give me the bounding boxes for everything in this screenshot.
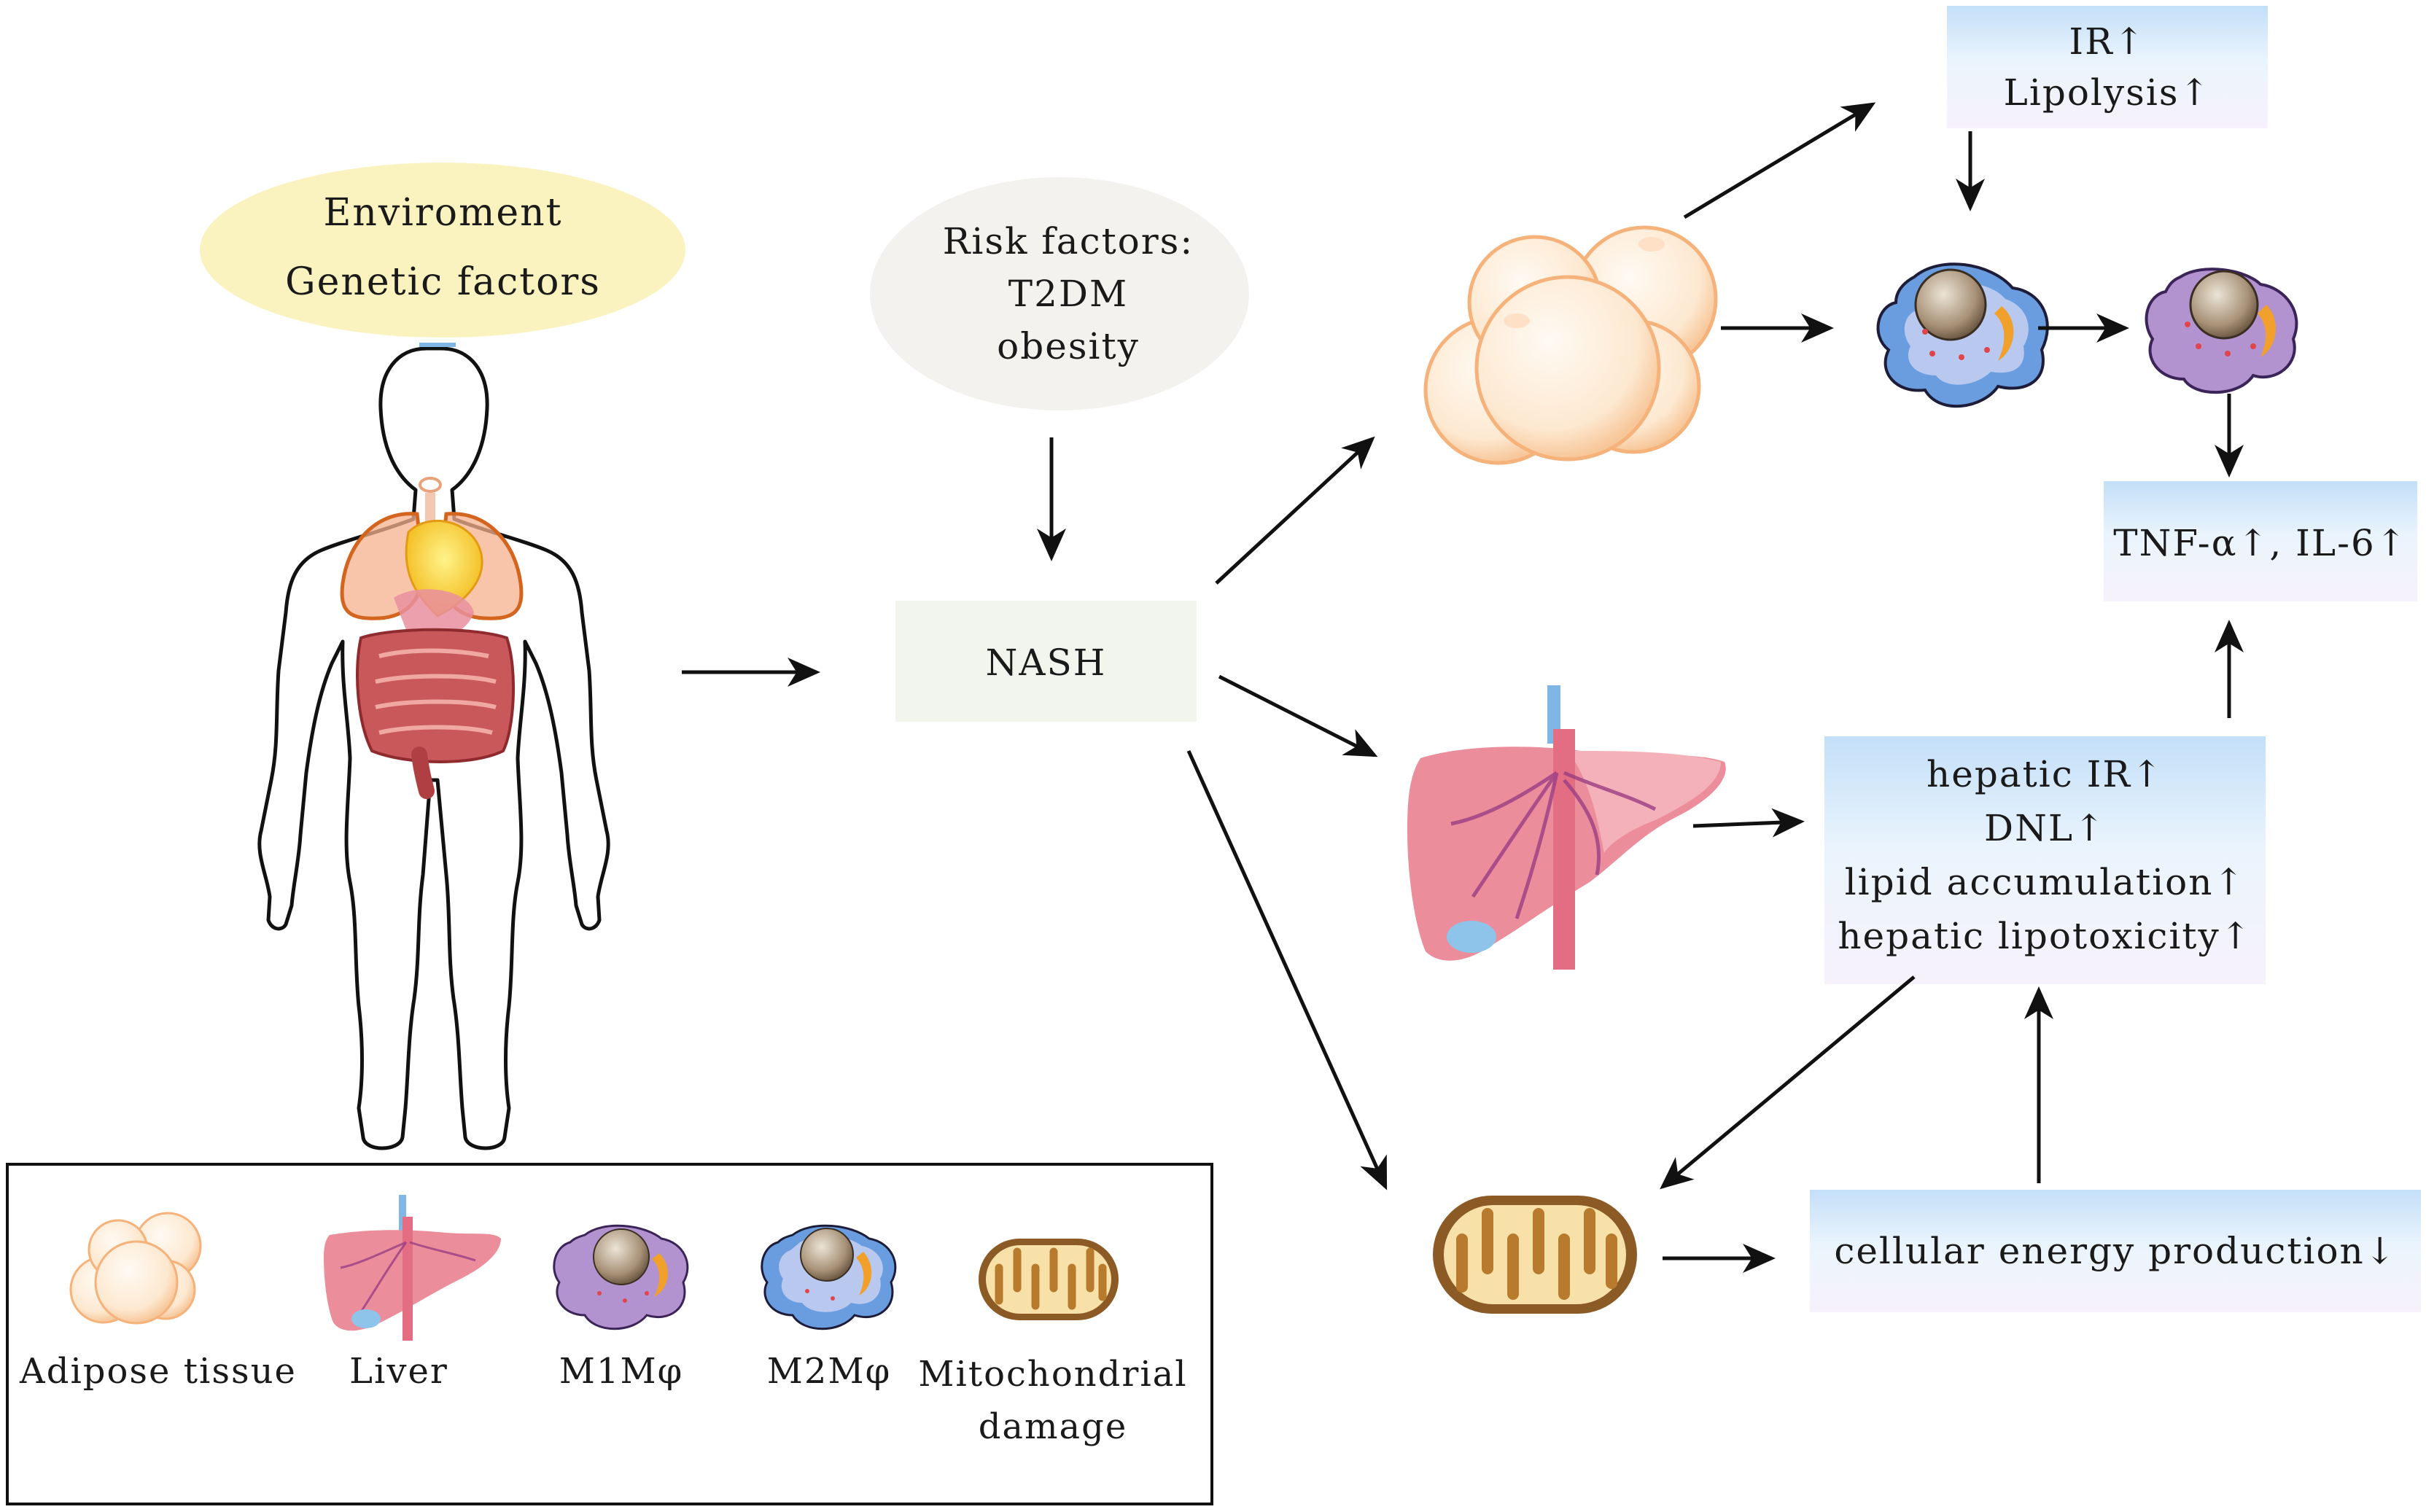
legend-adipose-label: Adipose tissue xyxy=(20,1351,297,1392)
legend-adipose-icon xyxy=(69,1212,202,1325)
mitochondrion-icon xyxy=(1433,1196,1637,1314)
head-marker xyxy=(419,343,456,347)
ir-text: IR↑ xyxy=(2069,20,2146,63)
hepatic-box-label: hepatic IR↑ DNL↑ lipid accumulation↑ hep… xyxy=(1824,747,2266,963)
risk-t2dm: T2DM xyxy=(1008,273,1129,315)
tnf-box xyxy=(2104,481,2417,601)
hepatic-ir-text: hepatic IR↑ xyxy=(1927,753,2163,795)
legend-mitochondrion-icon xyxy=(979,1239,1119,1320)
risk-factors-ellipse xyxy=(870,177,1249,410)
arrows xyxy=(682,102,2244,1273)
energy-box xyxy=(1810,1190,2421,1312)
legend-m1-icon xyxy=(553,1224,689,1330)
energy-label: cellular energy production↓ xyxy=(1834,1230,2397,1272)
hepatic-lipotoxicity-text: hepatic lipotoxicity↑ xyxy=(1838,915,2252,957)
m1-macrophage-icon xyxy=(2145,268,2298,394)
ir-box-label: IR↑ Lipolysis↑ xyxy=(1947,16,2268,118)
legend-mito-line2: damage xyxy=(978,1406,1128,1447)
internal-organs xyxy=(340,477,524,799)
legend-m2-icon xyxy=(761,1224,897,1330)
environment-ellipse xyxy=(200,163,685,338)
nash-label: NASH xyxy=(985,642,1107,684)
environment-text: Enviroment xyxy=(323,191,563,235)
risk-obesity: obesity xyxy=(997,325,1140,367)
legend-icons xyxy=(69,1195,1119,1341)
adipose-tissue-icon xyxy=(1423,225,1718,465)
legend-box: Adipose tissue Liver M1Mφ M2Mφ Mitochond… xyxy=(6,1163,1213,1505)
legend-m2-label: M2Mφ xyxy=(766,1351,892,1392)
lipolysis-text: Lipolysis↑ xyxy=(2003,71,2212,114)
dnl-text: DNL↑ xyxy=(1984,807,2106,849)
environment-label: Enviroment Genetic factors xyxy=(204,179,682,317)
m2-macrophage-icon xyxy=(1876,262,2049,408)
liver-icon xyxy=(1407,685,1726,970)
legend-mito-line1: Mitochondrial xyxy=(918,1354,1188,1395)
tnf-label: TNF-α↑, IL-6↑ xyxy=(2113,522,2408,564)
legend-liver-icon xyxy=(324,1195,501,1341)
legend-mito-label: Mitochondrial damage xyxy=(907,1348,1199,1453)
nash-box xyxy=(895,601,1197,722)
risk-factors-title: Risk factors: xyxy=(942,220,1194,262)
genetic-factors-text: Genetic factors xyxy=(285,260,601,304)
legend-m1-label: M1Mφ xyxy=(559,1351,684,1392)
legend-liver-label: Liver xyxy=(349,1351,448,1392)
lipid-accumulation-text: lipid accumulation↑ xyxy=(1844,861,2246,903)
hepatic-box xyxy=(1824,736,2266,984)
ir-box xyxy=(1947,6,2268,128)
risk-factors-label: Risk factors: T2DM obesity xyxy=(886,215,1251,373)
